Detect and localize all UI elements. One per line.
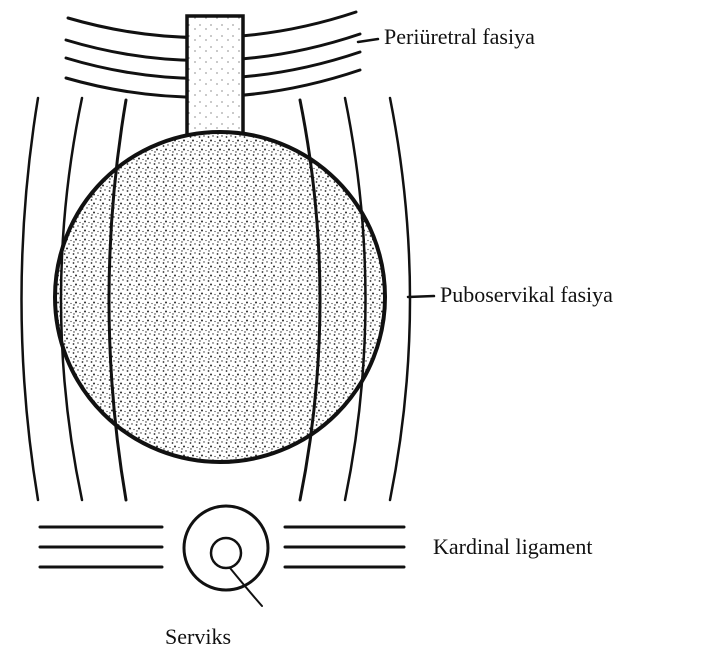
label-serviks: Serviks	[165, 624, 231, 649]
urethra	[187, 16, 243, 146]
label-periuretral-fasiya: Periüretral fasiya	[384, 24, 535, 49]
label-puboservikal-fasiya: Puboservikal fasiya	[440, 282, 613, 307]
cervix	[184, 506, 268, 590]
label-kardinal-ligament: Kardinal ligament	[433, 534, 592, 559]
bladder	[55, 132, 385, 462]
